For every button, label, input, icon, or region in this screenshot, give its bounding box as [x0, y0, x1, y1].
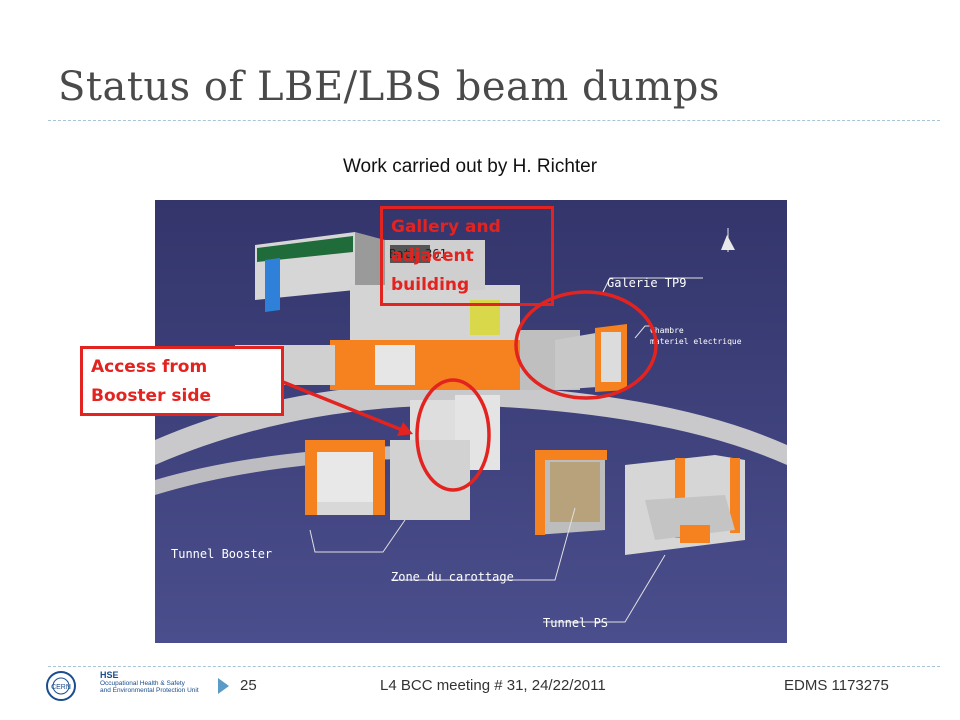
booster-callout: Access from Booster side: [80, 346, 284, 416]
label-chambre: Chambre: [650, 326, 684, 335]
access-arrow: [282, 380, 408, 434]
meeting-info: L4 BCC meeting # 31, 24/22/2011: [380, 677, 606, 694]
hse-logo: HSE Occupational Health & Safety and Env…: [100, 670, 199, 695]
label-galerie: Galerie TP9: [607, 276, 686, 290]
label-zone-carottage: Zone du carottage: [391, 570, 514, 584]
hse-title: HSE: [100, 670, 119, 680]
hse-line1: Occupational Health & Safety: [100, 680, 185, 687]
edms-number: EDMS 1173275: [784, 677, 889, 694]
footer-arrow-icon: [218, 678, 229, 694]
label-bat: Bat. 361: [389, 247, 447, 261]
cad-model-image: Bat. 361 Galerie TP9 Chambre materiel el…: [155, 200, 787, 643]
label-materiel: materiel electrique: [650, 337, 742, 346]
gallery-callout: Gallery and adjacent building: [380, 206, 554, 306]
title-divider: [48, 120, 940, 121]
hse-line2: and Environmental Protection Unit: [100, 687, 199, 694]
cern-logo: CERN: [46, 671, 76, 701]
svg-text:CERN: CERN: [51, 684, 71, 691]
gallery-highlight: [514, 290, 658, 400]
page-number: 25: [240, 677, 257, 694]
footer-divider: [48, 666, 940, 667]
label-tunnel-ps: Tunnel PS: [543, 616, 608, 630]
access-highlight: [415, 378, 491, 492]
slide-subtitle: Work carried out by H. Richter: [342, 156, 598, 177]
slide-title: Status of LBE/LBS beam dumps: [58, 64, 720, 110]
label-tunnel-booster: Tunnel Booster: [171, 547, 272, 561]
